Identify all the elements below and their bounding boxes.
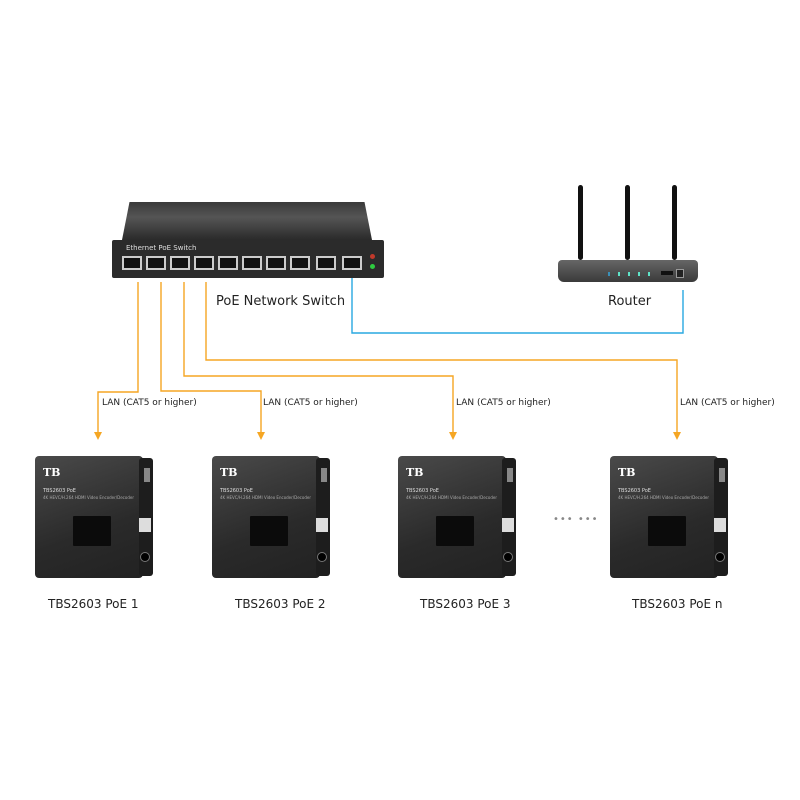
switch-port — [194, 256, 214, 270]
router-led-icon — [628, 272, 630, 276]
device-body: TB TBS2603 PoE 4K HEVC/H.264 HDMI Video … — [398, 456, 506, 578]
device-body: TB TBS2603 PoE 4K HEVC/H.264 HDMI Video … — [35, 456, 143, 578]
router — [558, 185, 698, 290]
router-port-icon — [661, 271, 673, 275]
device-side-panel — [714, 458, 728, 576]
switch-front-panel: Ethernet PoE Switch — [112, 240, 384, 278]
usb-port-icon — [507, 468, 513, 482]
device-label: TBS2603 PoE 1 — [48, 597, 139, 611]
router-led-icon — [648, 272, 650, 276]
encoder-device-2: TB TBS2603 PoE 4K HEVC/H.264 HDMI Video … — [212, 456, 330, 578]
switch-top-cover — [122, 202, 372, 240]
tbs-logo-icon: TB — [618, 466, 636, 479]
switch-port — [146, 256, 166, 270]
device-label: TBS2603 PoE n — [632, 597, 723, 611]
router-led-icon — [618, 272, 620, 276]
tbs-logo-icon: TB — [43, 466, 61, 479]
lan-wire-3 — [183, 282, 457, 440]
router-label: Router — [608, 294, 652, 309]
switch-port — [218, 256, 238, 270]
more-devices-ellipsis: ••• ••• — [553, 514, 599, 525]
switch-port — [316, 256, 336, 270]
dc-power-port-icon — [503, 552, 513, 562]
antenna-icon — [578, 185, 583, 260]
ethernet-port-icon — [502, 518, 514, 532]
router-port-icon — [676, 269, 684, 278]
switch-port — [170, 256, 190, 270]
lcd-screen — [250, 516, 288, 546]
router-led-icon — [608, 272, 610, 276]
device-panel-sub: 4K HEVC/H.264 HDMI Video Encoder/Decoder — [618, 495, 709, 500]
device-panel-sub: 4K HEVC/H.264 HDMI Video Encoder/Decoder — [406, 495, 497, 500]
device-label: TBS2603 PoE 2 — [235, 597, 326, 611]
ethernet-port-icon — [316, 518, 328, 532]
antenna-icon — [625, 185, 630, 260]
device-panel-name: TBS2603 PoE — [618, 488, 651, 494]
power-led-icon — [370, 264, 375, 269]
device-label: TBS2603 PoE 3 — [420, 597, 511, 611]
switch-port — [242, 256, 262, 270]
lan-wire-1 — [94, 282, 139, 440]
encoder-device-1: TB TBS2603 PoE 4K HEVC/H.264 HDMI Video … — [35, 456, 153, 578]
router-led-icon — [638, 272, 640, 276]
poe-network-switch: Ethernet PoE Switch — [112, 202, 384, 282]
encoder-device-3: TB TBS2603 PoE 4K HEVC/H.264 HDMI Video … — [398, 456, 516, 578]
switch-port — [290, 256, 310, 270]
poe-max-led-icon — [370, 254, 375, 259]
device-side-panel — [502, 458, 516, 576]
lan-label: LAN (CAT5 or higher) — [102, 398, 197, 408]
lcd-screen — [73, 516, 111, 546]
device-panel-sub: 4K HEVC/H.264 HDMI Video Encoder/Decoder — [43, 495, 134, 500]
lcd-screen — [436, 516, 474, 546]
device-body: TB TBS2603 PoE 4K HEVC/H.264 HDMI Video … — [212, 456, 320, 578]
lan-wire-4 — [205, 282, 681, 440]
switch-ports — [122, 256, 362, 270]
dc-power-port-icon — [317, 552, 327, 562]
device-panel-name: TBS2603 PoE — [220, 488, 253, 494]
device-panel-name: TBS2603 PoE — [406, 488, 439, 494]
switch-uplink-port — [342, 256, 362, 270]
usb-port-icon — [321, 468, 327, 482]
switch-port — [122, 256, 142, 270]
tbs-logo-icon: TB — [406, 466, 424, 479]
switch-panel-text: Ethernet PoE Switch — [126, 244, 197, 252]
switch-label: PoE Network Switch — [216, 294, 346, 309]
ethernet-port-icon — [714, 518, 726, 532]
device-panel-name: TBS2603 PoE — [43, 488, 76, 494]
encoder-device-n: TB TBS2603 PoE 4K HEVC/H.264 HDMI Video … — [610, 456, 728, 578]
ethernet-port-icon — [139, 518, 151, 532]
switch-port — [266, 256, 286, 270]
device-side-panel — [316, 458, 330, 576]
device-body: TB TBS2603 PoE 4K HEVC/H.264 HDMI Video … — [610, 456, 718, 578]
uplink-wire — [347, 257, 684, 334]
antenna-icon — [672, 185, 677, 260]
dc-power-port-icon — [140, 552, 150, 562]
lan-label: LAN (CAT5 or higher) — [680, 398, 775, 408]
dc-power-port-icon — [715, 552, 725, 562]
lan-wire-2 — [160, 282, 265, 440]
usb-port-icon — [719, 468, 725, 482]
usb-port-icon — [144, 468, 150, 482]
router-body — [558, 260, 698, 282]
device-panel-sub: 4K HEVC/H.264 HDMI Video Encoder/Decoder — [220, 495, 311, 500]
tbs-logo-icon: TB — [220, 466, 238, 479]
lan-label: LAN (CAT5 or higher) — [456, 398, 551, 408]
device-side-panel — [139, 458, 153, 576]
lcd-screen — [648, 516, 686, 546]
lan-label: LAN (CAT5 or higher) — [263, 398, 358, 408]
